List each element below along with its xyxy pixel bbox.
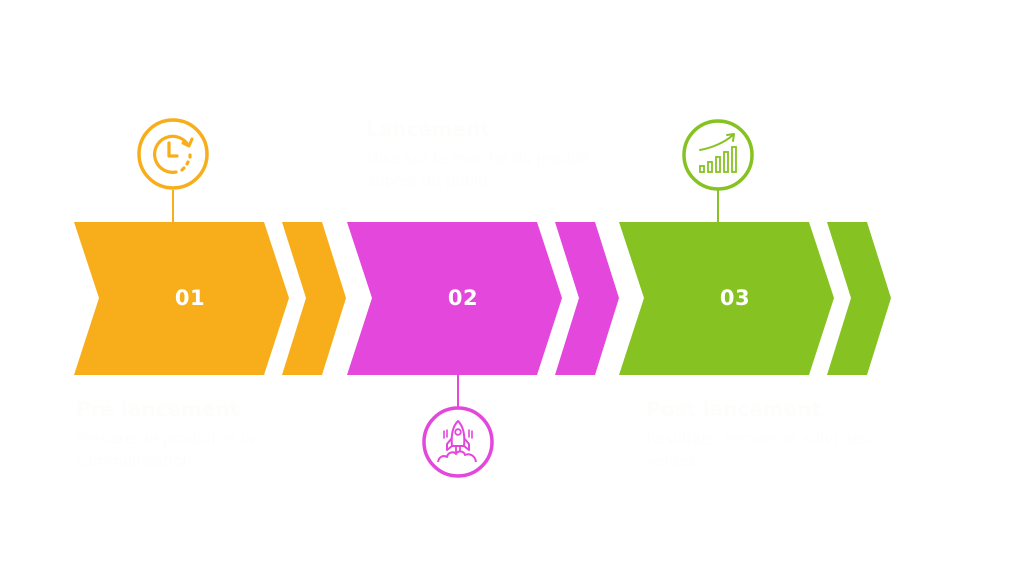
- step-2-title: Lancement: [366, 117, 491, 141]
- step-1-chevron: [282, 222, 346, 375]
- step-1-title: Pré lancement: [76, 397, 240, 421]
- step-2-arrow: [347, 222, 562, 375]
- step-2-text: Lancement Mise sur le marché du produit …: [366, 116, 606, 192]
- growth-chart-icon: [682, 119, 754, 191]
- clock-refresh-icon: [137, 118, 209, 190]
- step-1: [74, 118, 346, 375]
- step-2-description: Mise sur le marché du produit auprès du …: [366, 150, 591, 190]
- step-3: [619, 119, 891, 375]
- step-2: [347, 222, 619, 478]
- rocket-icon: [422, 406, 494, 478]
- step-3-text: Post lancement Résultats, retours et sui…: [646, 396, 886, 472]
- step-1-arrow: [74, 222, 289, 375]
- step-3-chevron: [827, 222, 891, 375]
- step-2-chevron: [555, 222, 619, 375]
- step-3-description: Résultats, retours et suivi des ventes: [646, 430, 869, 470]
- step-3-number: 03: [719, 286, 751, 310]
- step-3-title: Post lancement: [646, 397, 822, 421]
- step-1-text: Pré lancement Préparer le produit et la …: [76, 396, 316, 472]
- step-1-number: 01: [174, 286, 206, 310]
- step-2-number: 02: [447, 286, 479, 310]
- step-3-arrow: [619, 222, 834, 375]
- step-1-description: Préparer le produit et la communication: [76, 430, 255, 470]
